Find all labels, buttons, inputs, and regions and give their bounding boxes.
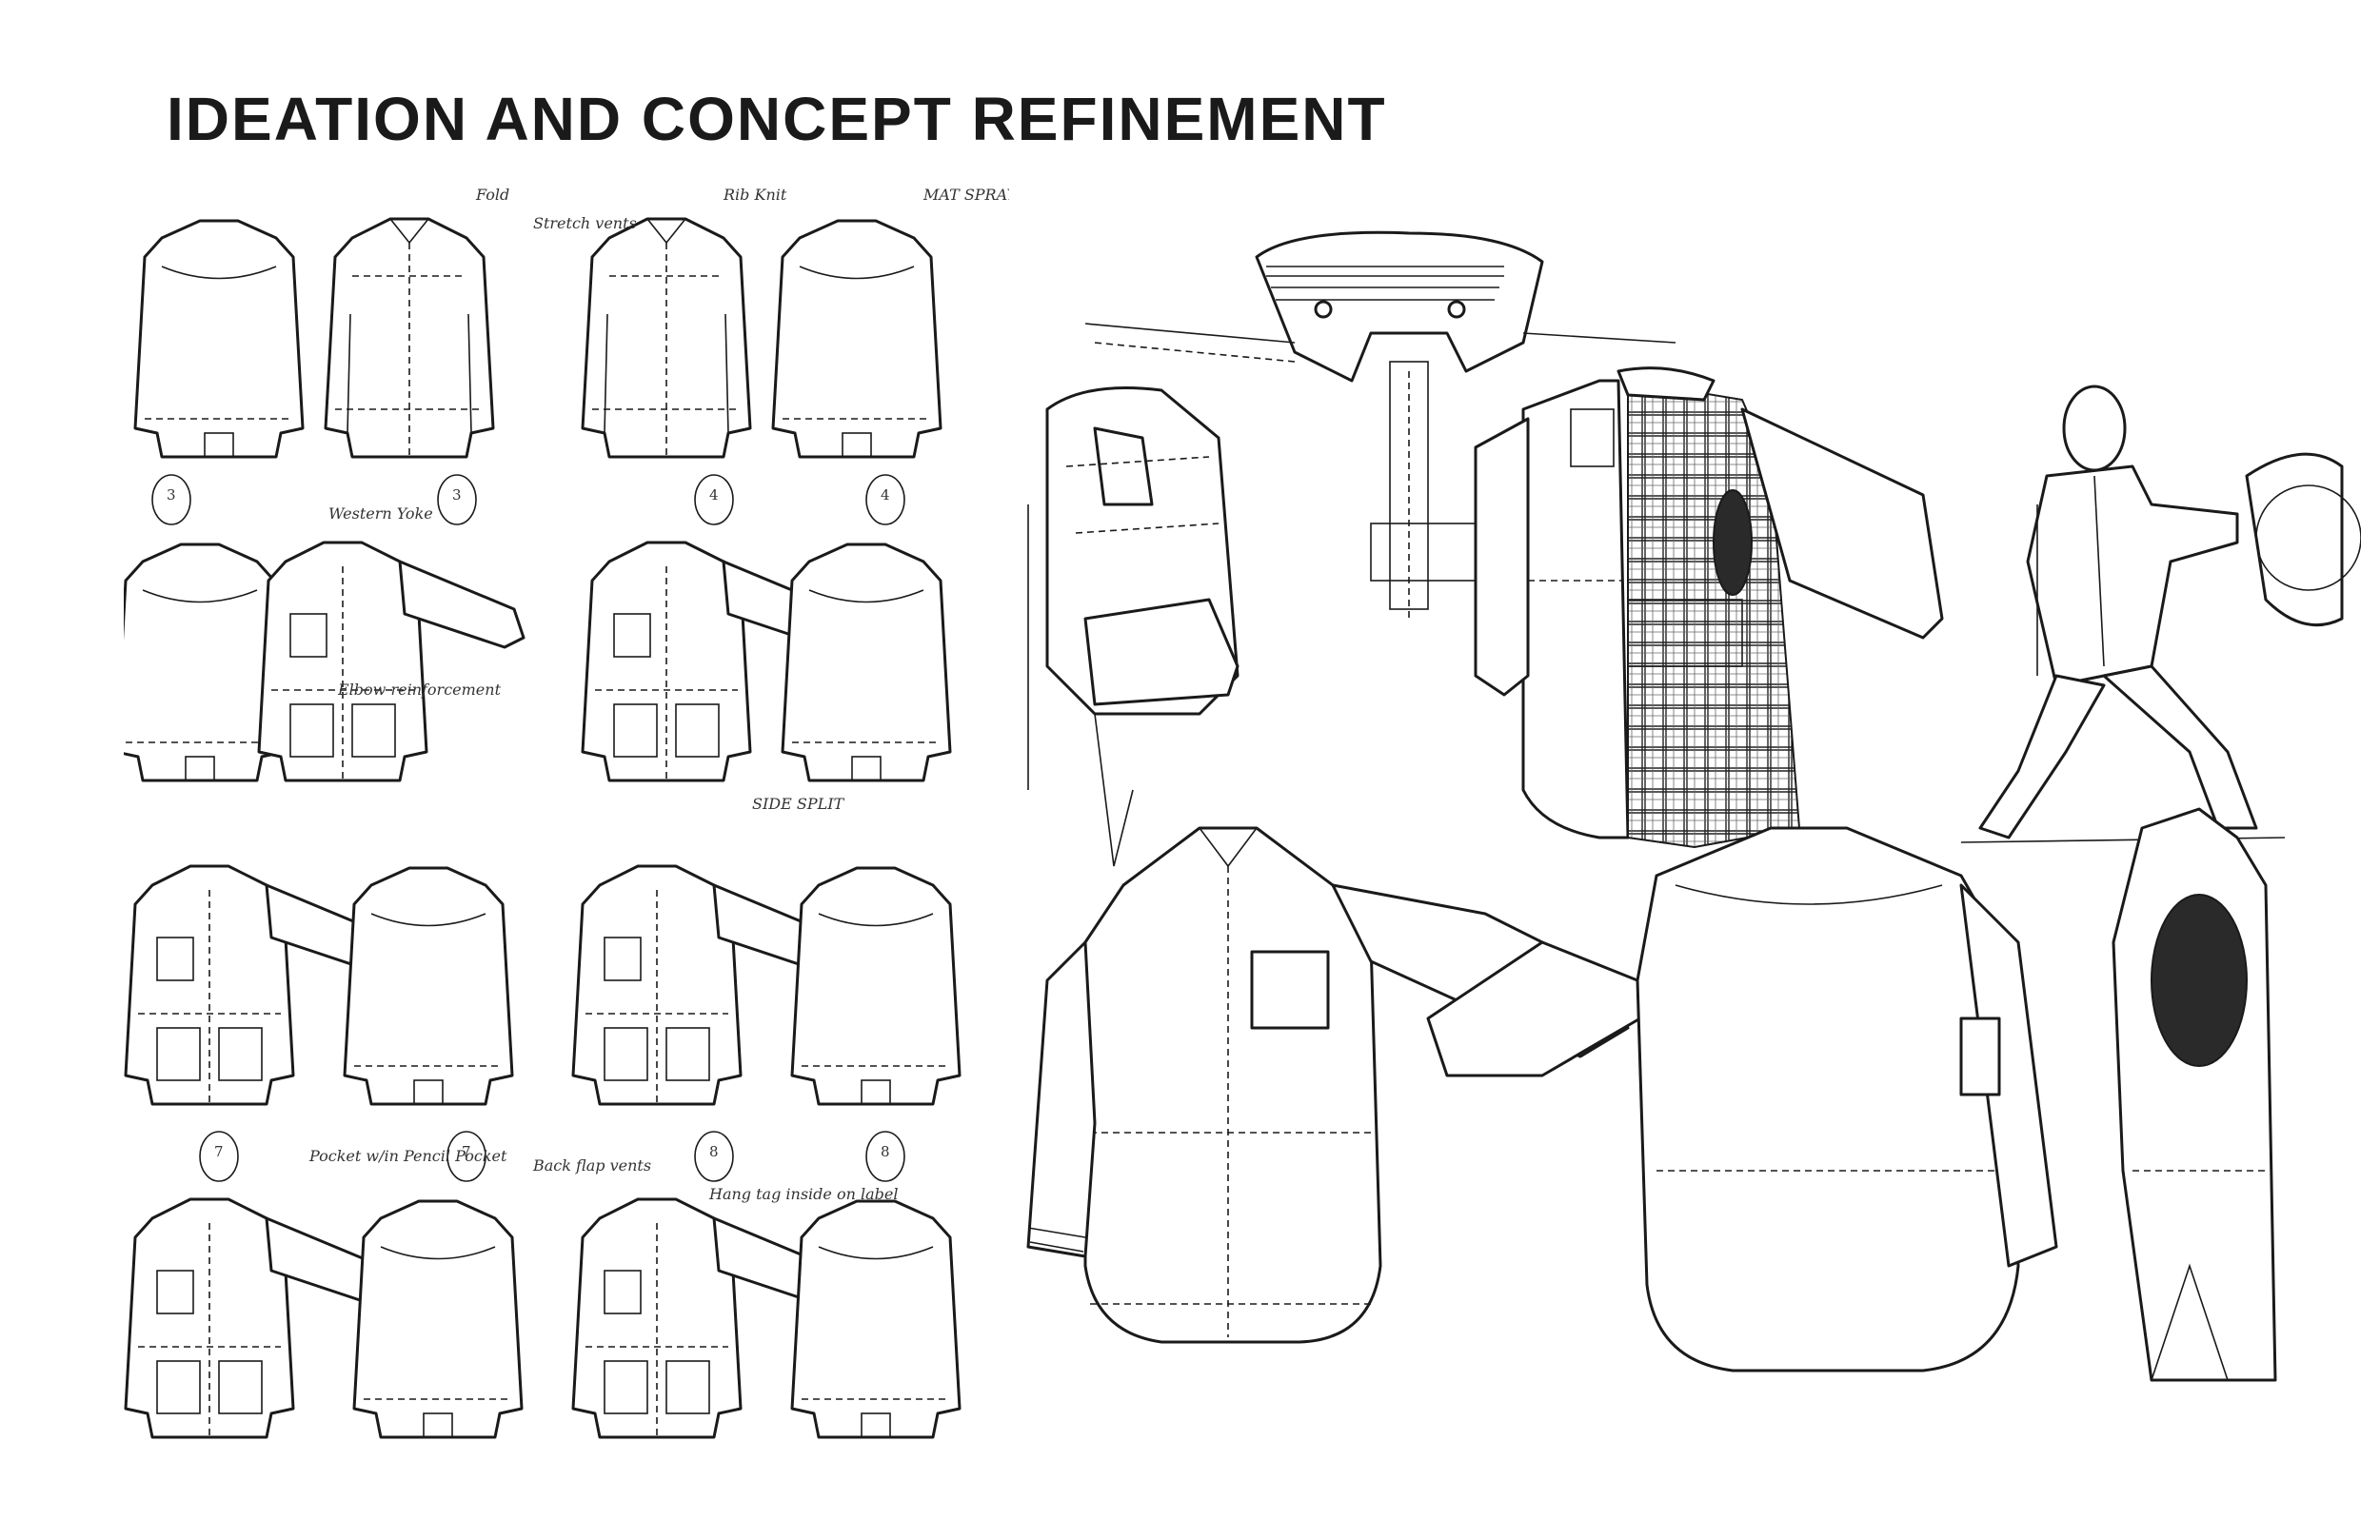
sketch-number: 4	[881, 486, 890, 503]
note-western-yoke: Western Yoke	[328, 504, 433, 523]
action-pose-figure-sketch	[1960, 385, 2361, 843]
note-stretch-vents: Stretch vents	[533, 214, 637, 232]
sketch-row-1: Fold Stretch vents Rib Knit MAT SPRAY VE…	[133, 186, 1009, 459]
note-side-split: SIDE SPLIT	[752, 795, 845, 813]
note-pocket-pencil: Pocket w/in Pencil Pocket	[308, 1147, 507, 1165]
sketch-row-2: 3 3 4 4 Western Yoke Elbow reinforcement…	[124, 474, 952, 813]
note-elbow-reinforcement: Elbow reinforcement	[337, 681, 502, 699]
note-fold: Fold	[475, 186, 509, 204]
page-title: Ideation and Concept Refinement	[167, 85, 1387, 153]
note-rib-knit: Rib Knit	[723, 186, 787, 204]
sketch-row-4: 7 7 8 8 Pocket w/in Pencil Pocket Back f…	[124, 1131, 962, 1439]
refined-concept-renderings	[1026, 230, 2361, 1382]
refined-front-jacket-sketch	[1026, 826, 1630, 1344]
ideation-sketch-grid: Fold Stretch vents Rib Knit MAT SPRAY VE…	[124, 186, 1009, 1439]
sketch-number: 3	[452, 486, 462, 503]
sketch-number: 7	[462, 1143, 471, 1160]
sketch-row-3	[124, 864, 962, 1106]
open-jacket-plaid-lining-sketch	[1474, 366, 1944, 849]
note-mat-spray-vent: MAT SPRAY VENT	[922, 186, 1009, 204]
sketch-number: 4	[709, 486, 719, 503]
sketch-number: 7	[214, 1143, 224, 1160]
sketch-number: 3	[167, 486, 176, 503]
note-hang-tag: Hang tag inside on label	[708, 1185, 898, 1203]
note-back-flap-vents: Back flap vents	[532, 1156, 651, 1175]
sketch-number: 8	[881, 1143, 890, 1160]
refined-side-profile-sketch	[2112, 807, 2277, 1382]
collar-detail-sketch	[1084, 230, 1676, 619]
sleeve-detail-sketch	[1027, 386, 1240, 867]
refined-back-jacket-sketch	[1426, 826, 2058, 1372]
sketch-number: 8	[709, 1143, 719, 1160]
